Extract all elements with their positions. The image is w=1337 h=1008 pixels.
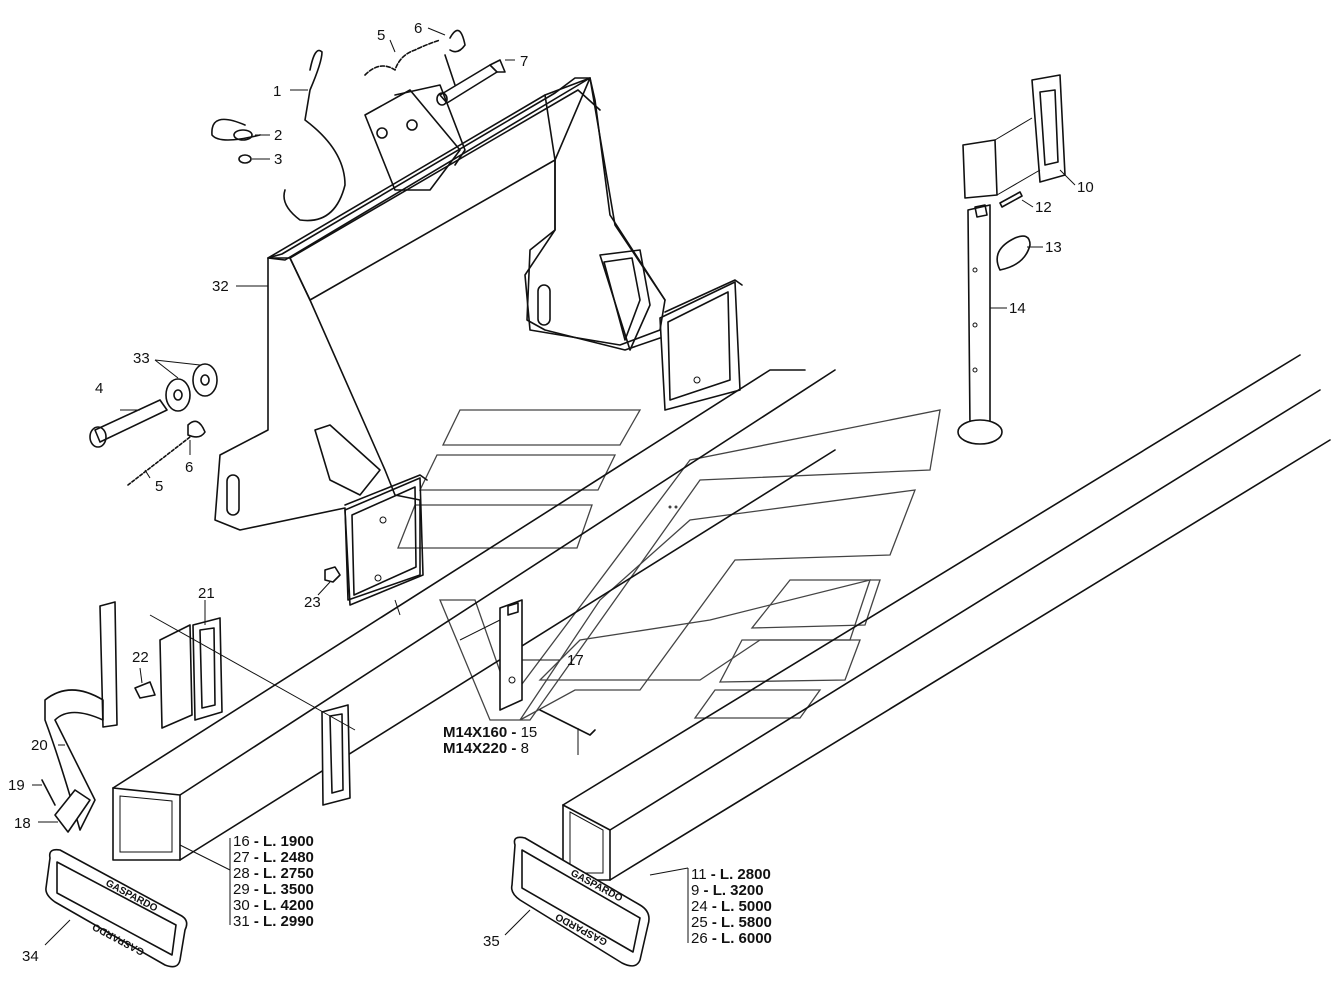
svg-text:31 - L. 2990: 31 - L. 2990 [233, 913, 314, 930]
nut-part-23 [324, 566, 341, 583]
callout-13: 13 [1045, 239, 1062, 256]
svg-text:25 - L. 5800: 25 - L. 5800 [691, 914, 772, 931]
washer-part-3 [238, 154, 252, 164]
callout-6-left: 6 [185, 459, 193, 476]
callouts: 1 2 3 5 6 7 32 10 12 13 14 33 4 6 5 23 2… [8, 20, 1094, 965]
bolt-ref: 8 [521, 740, 529, 757]
right-beam-length-table: 11 - L. 2800 9 - L. 3200 24 - L. 5000 25… [691, 866, 772, 947]
stand-bracket-part-10 [962, 74, 1066, 199]
callout-33: 33 [133, 350, 150, 367]
chain-part-5-top [364, 39, 441, 76]
svg-text:9 - L. 3200: 9 - L. 3200 [691, 882, 764, 899]
callout-3: 3 [274, 151, 282, 168]
callout-32: 32 [212, 278, 229, 295]
tine-part-20 [44, 601, 118, 831]
bolt-part-22 [134, 681, 156, 699]
svg-text:M14X160 - 15: M14X160 - 15 [443, 724, 537, 741]
callout-5-left: 5 [155, 478, 163, 495]
callout-7: 7 [520, 53, 528, 70]
leader-lines [32, 27, 1076, 946]
pin-part-12 [999, 191, 1023, 208]
bracket-part-21 [159, 617, 351, 806]
svg-text:16 - L. 1900: 16 - L. 1900 [233, 833, 314, 850]
stand-leg-part-14 [957, 204, 1003, 445]
svg-text:26 - L. 6000: 26 - L. 6000 [691, 930, 772, 947]
callout-34: 34 [22, 948, 39, 965]
bolt-table: M14X160 - 15 M14X220 - 8 [443, 724, 537, 757]
bolt-spec: M14X160 [443, 724, 507, 741]
lynch-pin-part-6-top [444, 29, 466, 86]
callout-19: 19 [8, 777, 25, 794]
bolt-spec: M14X220 [443, 740, 507, 757]
lynch-pin-part-6-left [187, 420, 206, 438]
left-beam-length-table: 16 - L. 1900 27 - L. 2480 28 - L. 2750 2… [233, 833, 314, 930]
callout-20: 20 [31, 737, 48, 754]
hook-part-1 [283, 49, 346, 222]
callout-4: 4 [95, 380, 103, 397]
callout-1: 1 [273, 83, 281, 100]
callout-17: 17 [567, 652, 584, 669]
shoe-part-18 [54, 789, 91, 833]
callout-35: 35 [483, 933, 500, 950]
washers-part-33 [165, 363, 218, 412]
left-beam [112, 369, 836, 861]
svg-text:27 - L. 2480: 27 - L. 2480 [233, 849, 314, 866]
callout-18: 18 [14, 815, 31, 832]
clip-part-13 [996, 235, 1031, 271]
callout-12: 12 [1035, 199, 1052, 216]
reflector-plate-34: GASPARDO GASPARDO [45, 848, 188, 968]
svg-text:29 - L. 3500: 29 - L. 3500 [233, 881, 314, 898]
svg-text:11 - L. 2800: 11 - L. 2800 [691, 866, 771, 883]
svg-text:30 - L. 4200: 30 - L. 4200 [233, 897, 314, 914]
callout-2: 2 [274, 127, 282, 144]
bolt-ref: 15 [521, 724, 538, 741]
callout-22: 22 [132, 649, 149, 666]
callout-5-top: 5 [377, 27, 385, 44]
right-beam [562, 354, 1331, 881]
bolt-part-19 [41, 779, 56, 806]
callout-6-top: 6 [414, 20, 422, 37]
spring-clip-part-2 [211, 118, 261, 141]
svg-text:28 - L. 2750: 28 - L. 2750 [233, 865, 314, 882]
callout-21: 21 [198, 585, 215, 602]
svg-text:24 - L. 5000: 24 - L. 5000 [691, 898, 772, 915]
pin-part-4 [89, 399, 168, 448]
callout-23: 23 [304, 594, 321, 611]
callout-10: 10 [1077, 179, 1094, 196]
reflector-plate-35: GASPARDO GASPARDO [510, 836, 650, 967]
callout-14: 14 [1009, 300, 1026, 317]
watermark-logo [397, 409, 941, 721]
bracket-part-17 [499, 599, 596, 736]
chain-part-5-left [127, 436, 191, 486]
three-point-frame [214, 77, 743, 606]
pin-part-7 [436, 59, 506, 106]
svg-text:M14X220 - 8: M14X220 - 8 [443, 740, 529, 757]
